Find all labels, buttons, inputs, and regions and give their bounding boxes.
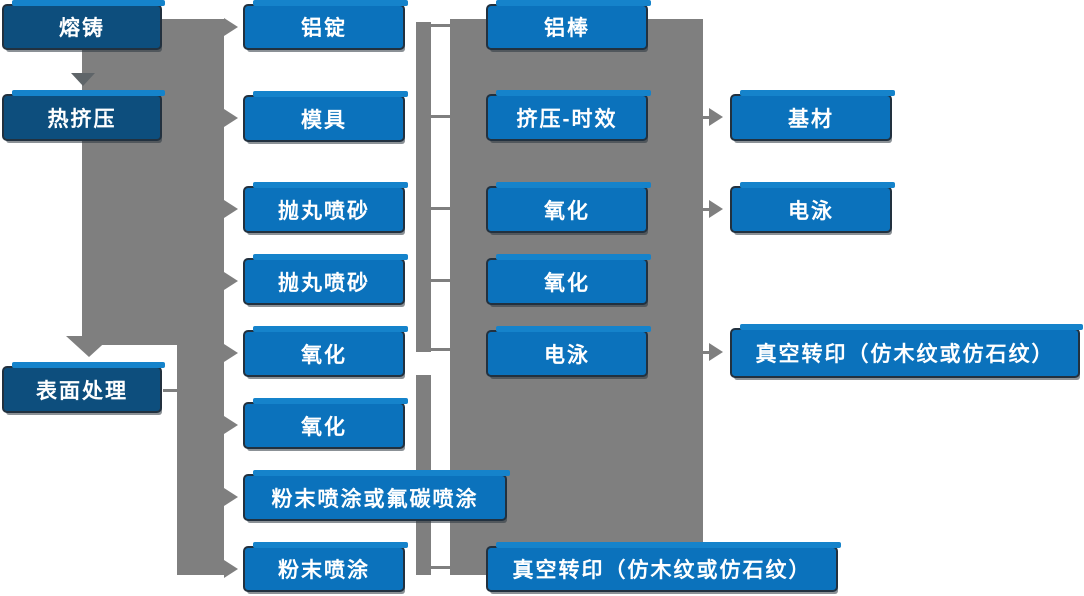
link-line-oxidation-row-2 [431, 279, 450, 282]
arrow-into-electrophoresis-2-icon [709, 200, 723, 218]
arrow-into-base-material-icon [709, 108, 723, 126]
node-aluminum-rod: 铝棒 [486, 0, 651, 50]
flow-band-left-lower [177, 345, 224, 575]
node-base-material: 基材 [730, 90, 895, 141]
arrow-into-shot-blasting-1-icon [224, 200, 238, 218]
link-line-surface-treatment [163, 389, 177, 392]
node-surface-treatment: 表面处理 [2, 362, 165, 413]
link-line-extrusion-aging-row [431, 115, 450, 118]
arrow-into-powder-fluorocarbon-icon [224, 488, 238, 506]
arrow-down-to-surface-treatment-icon [66, 336, 112, 357]
arrow-stem-to-base-material [703, 116, 711, 119]
node-extrusion-aging: 挤压-时效 [486, 90, 651, 141]
arrow-stem-to-vacuum-transfer-2 [703, 351, 711, 354]
node-hot-extrusion: 热挤压 [2, 90, 165, 141]
arrow-into-oxidation-2-icon [224, 416, 238, 434]
node-vacuum-transfer-1: 真空转印（仿木纹或仿石纹） [486, 542, 841, 592]
arrow-into-aluminum-ingot-icon [224, 18, 238, 36]
link-line-aluminum-rod-row [431, 24, 450, 27]
flow-bar-middle-upper [416, 22, 431, 352]
flow-band-left-main [82, 19, 224, 345]
arrow-stem-to-electrophoresis-2 [703, 208, 711, 211]
node-oxidation-4: 氧化 [486, 254, 651, 305]
arrow-into-powder-coating-icon [224, 560, 238, 578]
arrow-into-mold-icon [224, 109, 238, 127]
node-electrophoresis-1: 电泳 [486, 326, 651, 377]
node-powder-coating: 粉末喷涂 [243, 542, 408, 592]
link-line-vacuum-transfer-row [431, 566, 450, 569]
node-oxidation-3: 氧化 [486, 182, 651, 233]
arrow-into-shot-blasting-2-icon [224, 272, 238, 290]
node-vacuum-transfer-2: 真空转印（仿木纹或仿石纹） [730, 324, 1083, 378]
node-oxidation-1: 氧化 [243, 326, 408, 377]
arrow-into-vacuum-transfer-2-icon [709, 343, 723, 361]
node-mold: 模具 [243, 91, 408, 142]
node-powder-or-fluorocarbon: 粉末喷涂或氟碳喷涂 [243, 470, 510, 521]
arrow-into-oxidation-1-icon [224, 344, 238, 362]
node-aluminum-ingot: 铝锭 [243, 0, 408, 50]
node-shot-blasting-1: 抛丸喷砂 [243, 182, 408, 233]
link-line-oxidation-row-1 [431, 207, 450, 210]
node-shot-blasting-2: 抛丸喷砂 [243, 254, 408, 305]
node-electrophoresis-2: 电泳 [730, 182, 895, 233]
node-oxidation-2: 氧化 [243, 398, 408, 449]
node-melting: 熔铸 [2, 0, 165, 50]
arrow-down-melting-to-hot-extrusion-icon [71, 73, 95, 86]
link-line-electrophoresis-row [431, 348, 450, 351]
